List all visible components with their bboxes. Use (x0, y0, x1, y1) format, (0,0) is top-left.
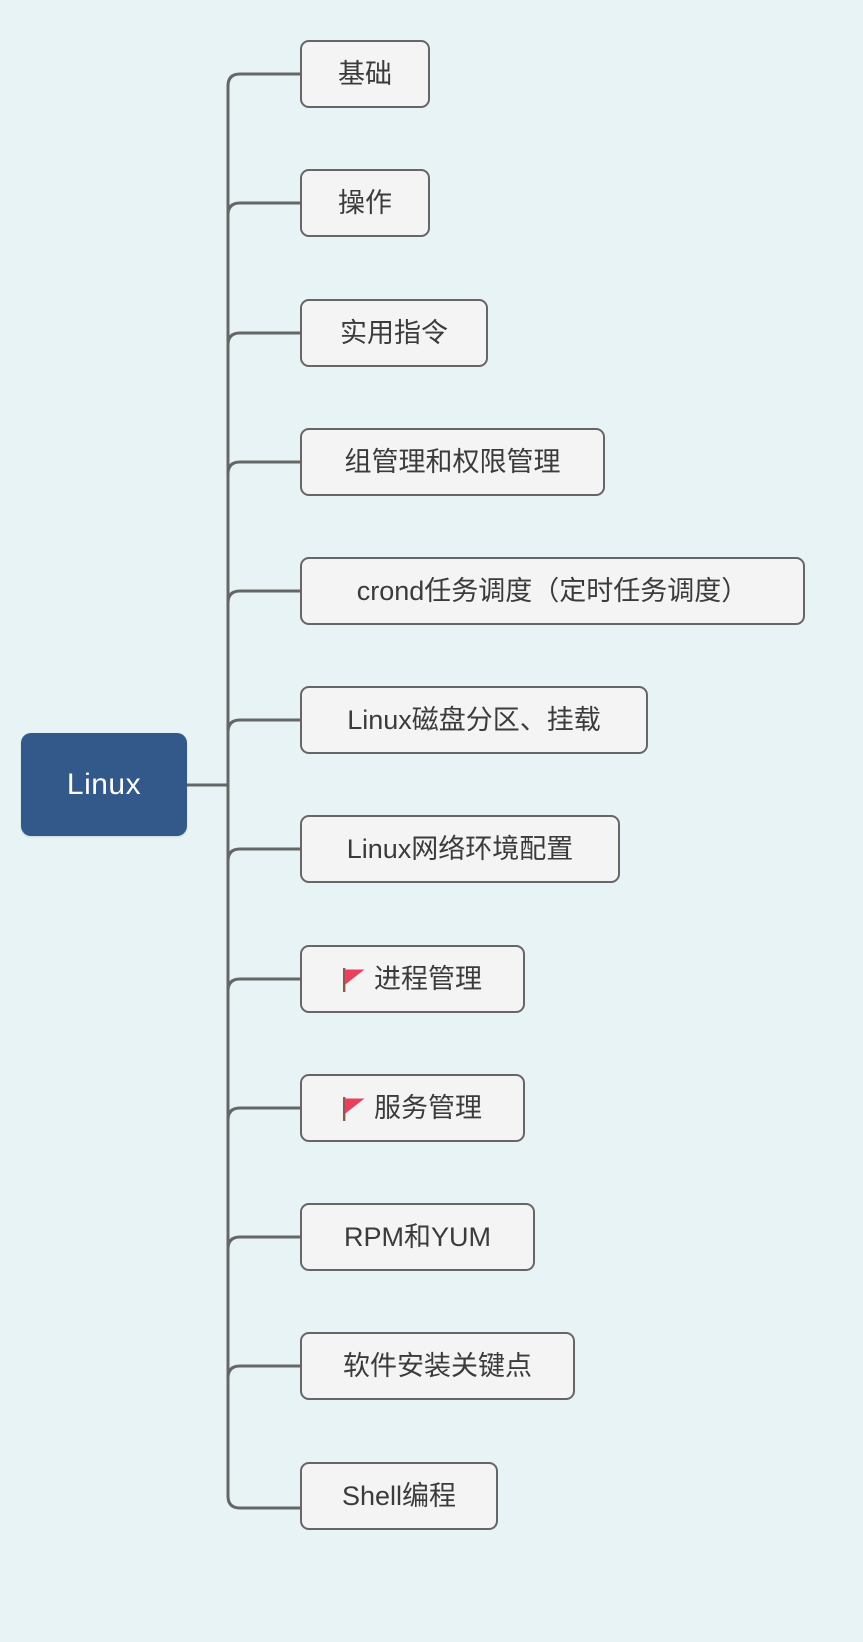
branch-node-content: 软件安装关键点 (343, 1350, 532, 1381)
branch-node-caozuo[interactable]: 操作 (300, 169, 430, 237)
connector-branch-2 (226, 331, 302, 347)
branch-node-content: 组管理和权限管理 (344, 446, 561, 477)
root-node-linux[interactable]: Linux (21, 733, 187, 836)
connector-branch-1 (226, 201, 302, 217)
branch-node-jinchengguanli[interactable]: 进程管理 (300, 945, 525, 1013)
branch-node-linux-wangluohuanjing-peizhi[interactable]: Linux网络环境配置 (300, 815, 620, 883)
branch-node-label: 组管理和权限管理 (344, 446, 561, 477)
branch-node-label: 软件安装关键点 (343, 1350, 532, 1381)
branch-node-ruanjiananzhuang-guanjiandian[interactable]: 软件安装关键点 (300, 1332, 575, 1400)
connector-branch-6 (226, 847, 302, 863)
root-node-label: Linux (66, 767, 142, 801)
branch-node-label: Shell编程 (341, 1480, 457, 1511)
branch-node-content: 基础 (338, 58, 392, 89)
connector-branch-9 (226, 1235, 302, 1251)
branch-node-rpm-yum[interactable]: RPM和YUM (300, 1203, 535, 1271)
branch-node-content: 进程管理 (343, 963, 482, 994)
branch-node-label: 服务管理 (374, 1092, 482, 1123)
branch-node-label: 进程管理 (374, 963, 482, 994)
branch-node-label: crond任务调度（定时任务调度） (356, 575, 749, 606)
branch-node-content: Linux磁盘分区、挂载 (347, 704, 601, 735)
branch-node-shell-biancheng[interactable]: Shell编程 (300, 1462, 498, 1530)
red-flag-icon (343, 968, 365, 992)
branch-node-content: 服务管理 (343, 1092, 482, 1123)
branch-node-jichu[interactable]: 基础 (300, 40, 430, 108)
branch-node-content: Linux网络环境配置 (346, 833, 574, 864)
connector-branch-7 (226, 977, 302, 993)
connector-branch-0 (226, 72, 302, 100)
branch-node-label: 基础 (338, 58, 392, 89)
branch-node-label: Linux磁盘分区、挂载 (347, 704, 601, 735)
connector-branch-11 (226, 1482, 302, 1510)
branch-node-fuwuguanli[interactable]: 服务管理 (300, 1074, 525, 1142)
branch-node-linux-cipanfenqu-guazai[interactable]: Linux磁盘分区、挂载 (300, 686, 648, 754)
connector-branch-4 (226, 589, 302, 605)
branch-node-content: crond任务调度（定时任务调度） (356, 575, 749, 606)
branch-node-content: 操作 (338, 187, 392, 218)
connector-branch-10 (226, 1364, 302, 1380)
branch-node-label: 操作 (338, 187, 392, 218)
branch-node-label: Linux网络环境配置 (346, 833, 574, 864)
connector-branch-3 (226, 460, 302, 476)
connector-branch-5 (226, 718, 302, 734)
branch-node-content: RPM和YUM (344, 1221, 491, 1252)
branch-node-content: 实用指令 (340, 317, 448, 348)
branch-node-content: Shell编程 (341, 1480, 457, 1511)
branch-node-label: 实用指令 (340, 317, 448, 348)
red-flag-icon (343, 1097, 365, 1121)
branch-node-zuguanli-quanxianguanli[interactable]: 组管理和权限管理 (300, 428, 605, 496)
branch-node-label: RPM和YUM (344, 1221, 491, 1252)
branch-node-shiyongzhiling[interactable]: 实用指令 (300, 299, 488, 367)
branch-node-crond-renwudiaodu[interactable]: crond任务调度（定时任务调度） (300, 557, 805, 625)
connector-branch-8 (226, 1106, 302, 1122)
